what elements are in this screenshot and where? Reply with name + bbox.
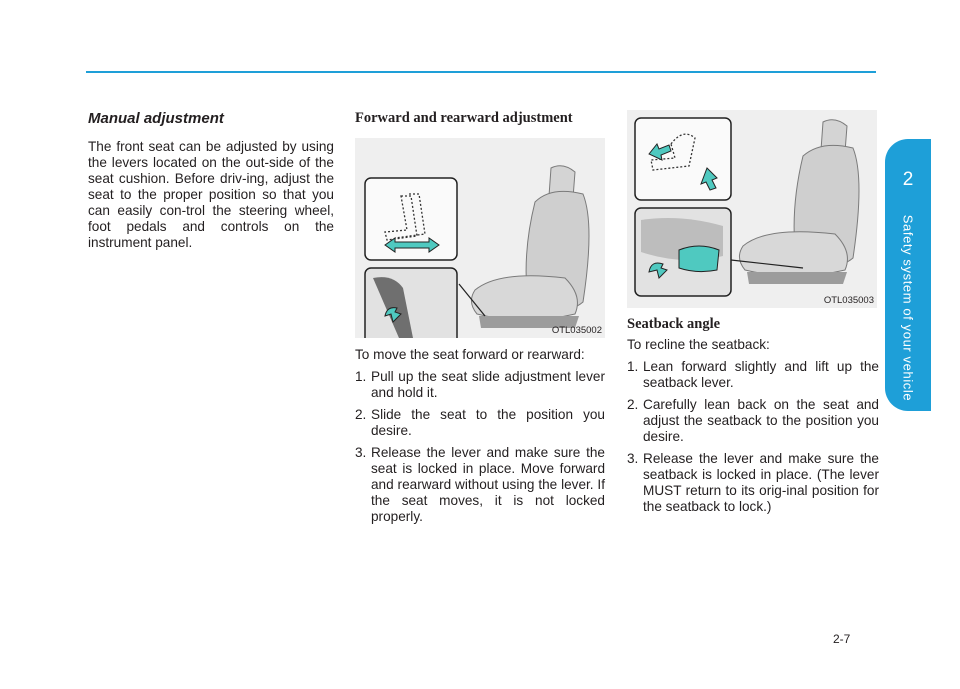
seatback-angle-intro: To recline the seatback: — [627, 337, 770, 352]
inset-slide-icon — [364, 177, 458, 261]
manual-adjustment-body: The front seat can be adjusted by using … — [88, 139, 334, 250]
page-number: 2-7 — [833, 632, 851, 646]
list-item: 1.Pull up the seat slide adjustment leve… — [355, 369, 605, 400]
seatback-angle-heading: Seatback angle — [627, 316, 721, 332]
top-rule — [86, 71, 876, 73]
figure-code: OTL035003 — [823, 295, 874, 306]
chapter-title: Safety system of your vehicle — [900, 214, 916, 402]
manual-adjustment-section: Manual adjustment The front seat can be … — [88, 110, 334, 251]
seat-slide-figure: OTL035002 — [355, 138, 605, 355]
figure-code: OTL035002 — [551, 325, 602, 336]
seatback-illustration — [634, 117, 860, 297]
chapter-number: 2 — [902, 169, 914, 190]
seatback-angle-steps: 1.Lean forward slightly and lift up the … — [627, 359, 879, 515]
manual-adjustment-heading: Manual adjustment — [88, 110, 224, 127]
forward-rearward-intro: To move the seat forward or rearward: — [355, 347, 585, 362]
inset-recline-icon — [634, 117, 732, 201]
list-item: 1.Lean forward slightly and lift up the … — [627, 359, 879, 390]
list-item: 3.Release the lever and make sure the se… — [627, 451, 879, 514]
list-item: 3.Release the lever and make sure the se… — [355, 445, 605, 524]
forward-rearward-heading: Forward and rearward adjustment — [355, 110, 573, 126]
seatback-figure: OTL035003 — [627, 110, 877, 308]
chapter-tab: 2 Safety system of your vehicle — [885, 139, 931, 411]
forward-rearward-section: Forward and rearward adjustment OTL03500… — [355, 110, 605, 531]
seat-drawing — [730, 119, 860, 284]
seat-drawing — [458, 165, 590, 328]
seat-slide-illustration — [364, 165, 590, 355]
seatback-angle-section: OTL035003 Seatback angle To recline the … — [627, 110, 879, 521]
list-item: 2.Slide the seat to the position you des… — [355, 407, 605, 438]
list-item: 2.Carefully lean back on the seat and ad… — [627, 397, 879, 444]
forward-rearward-steps: 1.Pull up the seat slide adjustment leve… — [355, 369, 605, 525]
